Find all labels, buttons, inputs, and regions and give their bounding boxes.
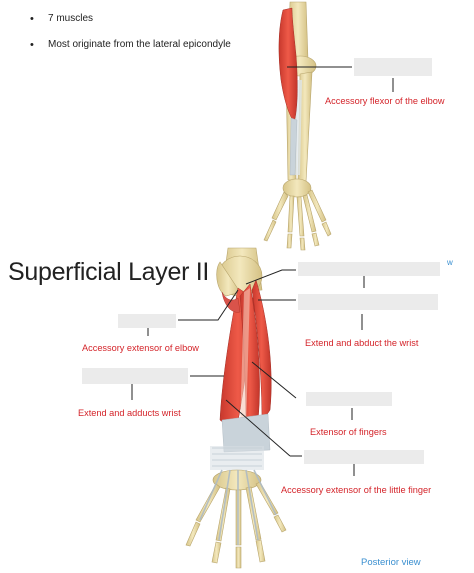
bullet-item: 7 muscles (30, 12, 231, 26)
answer-box (82, 368, 188, 384)
page-title: Superficial Layer II (8, 258, 210, 286)
label-extend-adducts: Extend and adducts wrist (78, 408, 181, 418)
answer-box-accessory-flexor (354, 58, 432, 76)
bullet-list: 7 muscles Most originate from the latera… (30, 12, 231, 64)
label-accessory-flexor: Accessory flexor of the elbow (325, 96, 445, 106)
upper-arm-illustration (263, 1, 332, 251)
partial-text: w (447, 258, 453, 267)
bullet-item: Most originate from the lateral epicondy… (30, 38, 231, 52)
label-extensor-fingers: Extensor of fingers (310, 427, 387, 437)
leader-line (245, 269, 296, 285)
view-caption: Posterior view (361, 557, 421, 568)
answer-box (118, 314, 176, 328)
answer-box (298, 294, 438, 310)
answer-box (306, 392, 392, 406)
answer-box (304, 450, 424, 464)
label-accessory-extensor-little: Accessory extensor of the little finger (281, 485, 432, 495)
label-accessory-extensor-elbow: Accessory extensor of elbow (82, 343, 199, 353)
leader-line (225, 399, 291, 457)
label-extend-abduct: Extend and abduct the wrist (305, 338, 419, 348)
lower-arm-illustration (185, 247, 287, 569)
leader-line (251, 361, 297, 399)
leader-line (178, 289, 239, 321)
answer-box (298, 262, 440, 276)
